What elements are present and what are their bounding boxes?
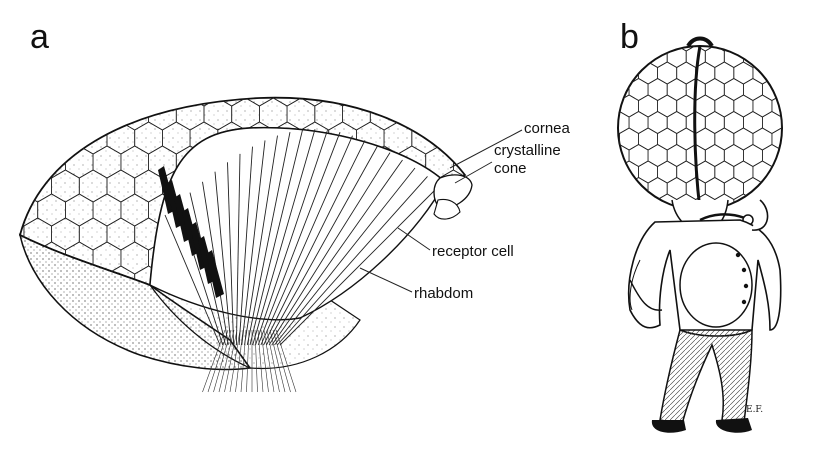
lens-detail-lower (433, 198, 461, 220)
facet-hexagon (618, 127, 620, 151)
ommatidium-line (279, 184, 441, 346)
facet-hexagon (618, 46, 620, 52)
nerve-fibre (263, 329, 275, 393)
ommatidium-line (214, 171, 232, 346)
ommatidium-line (241, 140, 266, 346)
nerve-fibre (224, 329, 238, 393)
label-crystalline: crystalline (494, 142, 561, 159)
label-cone: cone (494, 160, 527, 177)
belly-vest (679, 242, 753, 328)
ommatidium-line (235, 153, 241, 346)
left-shoe (651, 420, 686, 433)
nerve-fibre (246, 329, 250, 393)
nerve-fibres (202, 329, 297, 393)
facet-hexagon (762, 177, 782, 200)
nerve-fibre (229, 329, 241, 393)
label-receptor-cell: receptor cell (432, 243, 514, 260)
ommatidium-line (255, 129, 328, 346)
pigment-cells (158, 166, 224, 298)
ommatidium-line (252, 129, 316, 346)
facet-hexagon (618, 193, 620, 210)
faceted-head (617, 45, 783, 211)
facet-hexagon (618, 61, 620, 85)
ommatidium-line (263, 140, 366, 346)
pipe (699, 213, 746, 222)
nerve-fibre (269, 329, 286, 393)
facet-hexagon (771, 61, 782, 85)
panel-letter-a: a (30, 18, 49, 56)
facet-hexagon (771, 160, 782, 184)
nerve-fibre (218, 329, 235, 393)
label-cornea: cornea (524, 120, 570, 137)
head-seam (693, 45, 702, 211)
nerve-fibre (272, 329, 291, 393)
nerve-fibre (213, 329, 232, 393)
nerve-fibre (235, 329, 244, 393)
ommatidium-line (246, 132, 291, 346)
nerve-fibre (202, 329, 226, 393)
ommatidium-line (266, 145, 378, 346)
facet-hexagon (638, 46, 658, 52)
lowered-arm (629, 279, 663, 311)
ommatidium-line (274, 167, 416, 346)
nerve-fibre (257, 329, 264, 393)
ommatidium-line (260, 135, 353, 346)
hair-tuft (686, 36, 714, 48)
ommatidium-line (238, 146, 253, 346)
ommatidium-line (164, 214, 221, 346)
facet-hexagon (618, 177, 630, 200)
raised-arm (751, 199, 769, 231)
facet-hexagon (618, 160, 620, 184)
facet-hexagon (762, 46, 782, 68)
nerve-fibre (260, 329, 269, 393)
facet-hexagon (618, 94, 620, 118)
facet-hexagon (752, 46, 773, 52)
nerve-fibre (266, 329, 280, 393)
ommatidium-line (244, 135, 278, 346)
facet-hexagon (771, 193, 782, 210)
facet-hexagon (619, 193, 639, 210)
nerve-fibre (254, 329, 258, 393)
panel-letter-b: b (620, 18, 639, 56)
nerve-fibre (207, 329, 229, 393)
ommatidium-line (249, 129, 303, 346)
nerve-fibre (240, 329, 247, 393)
ommatidia-lines (164, 129, 441, 346)
pigment-wedge (206, 250, 224, 298)
ommatidium-line (276, 176, 428, 346)
vest-buttons (735, 252, 749, 305)
facet-hexagon (657, 46, 678, 52)
leader-lines (359, 129, 523, 293)
artist-signature: E.F. (746, 405, 763, 415)
label-rhabdom: rhabdom (414, 285, 474, 302)
facet-hexagon (733, 46, 754, 52)
right-shoe (715, 418, 752, 433)
ommatidium-line (227, 162, 235, 346)
ommatidium-line (268, 152, 391, 346)
facet-hexagon (771, 46, 782, 52)
nerve-fibre (275, 329, 297, 393)
ommatidium-line (257, 132, 341, 346)
ommatidium-line (271, 159, 403, 346)
trousers (659, 329, 753, 425)
